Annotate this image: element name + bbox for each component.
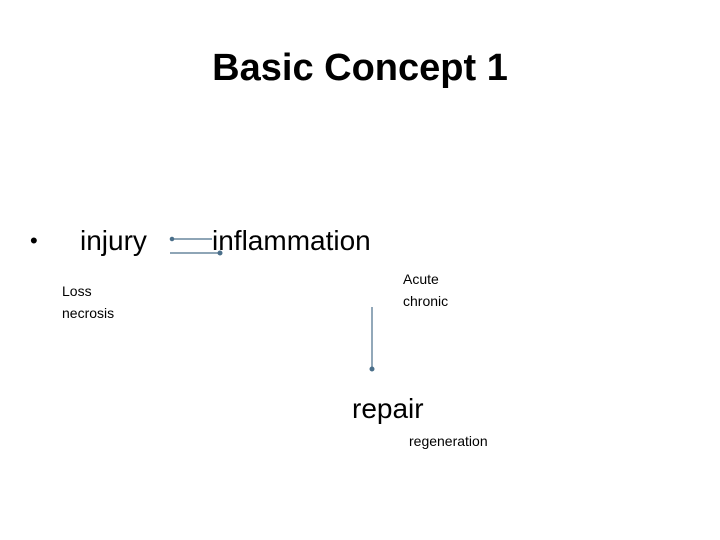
arrow-end-dot (217, 250, 223, 256)
note-chronic: chronic (403, 293, 449, 309)
note-acute: Acute (403, 271, 439, 287)
note-loss: Loss (62, 283, 92, 299)
bullet-marker: • (30, 228, 38, 253)
node-injury: injury (80, 225, 147, 256)
arrow-repair-end-dot (369, 366, 375, 372)
slide-title: Basic Concept 1 (212, 47, 508, 89)
inflammation-notes: Acute chronic (403, 268, 448, 312)
arrow-start-dot (169, 236, 175, 242)
node-inflammation: inflammation (212, 225, 371, 256)
note-regeneration: regeneration (409, 433, 488, 449)
note-necrosis: necrosis (62, 305, 115, 321)
node-repair: repair (352, 393, 424, 424)
injury-notes: Loss necrosis (62, 280, 114, 324)
